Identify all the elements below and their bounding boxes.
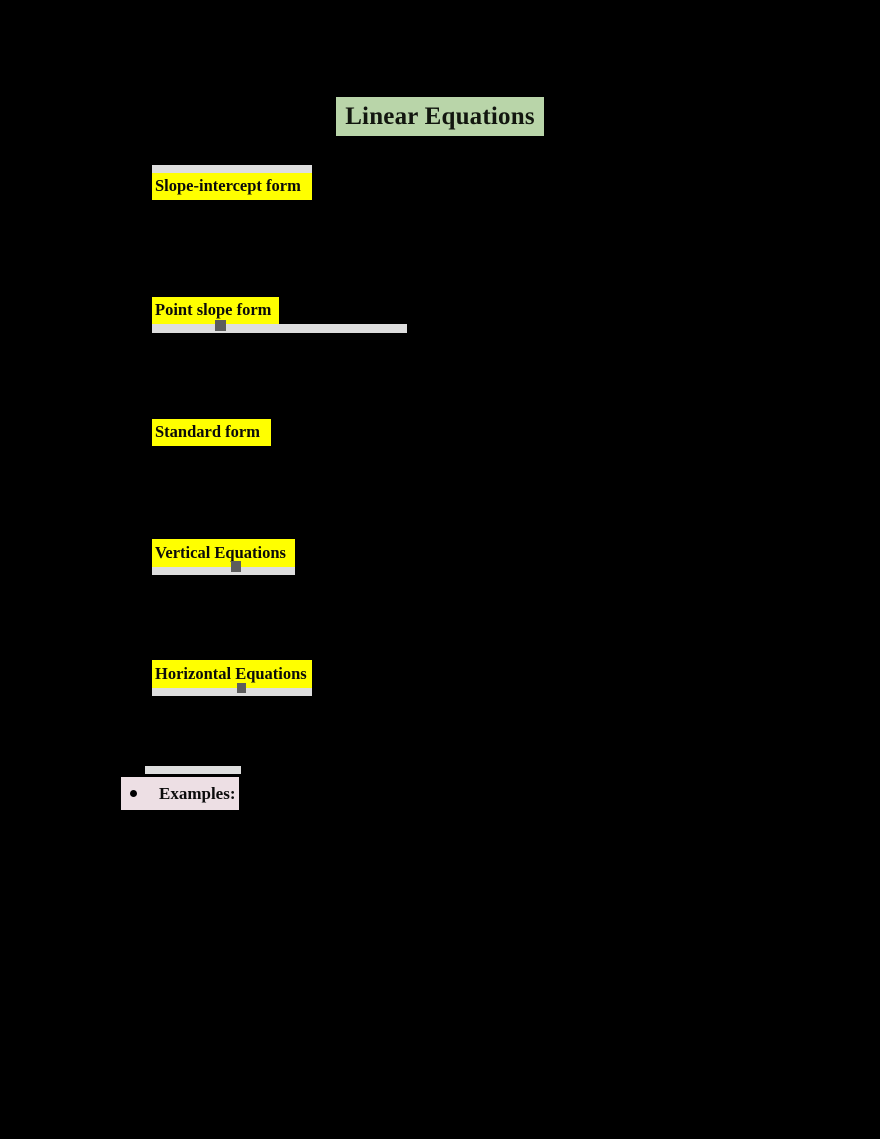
section-label: Slope-intercept form: [155, 176, 301, 196]
examples-top-strip: [145, 766, 241, 774]
section-label-highlight: Slope-intercept form: [152, 173, 312, 200]
section-cursor-marker: [231, 561, 241, 572]
section-label: Vertical Equations: [155, 542, 286, 562]
section-label: Standard form: [155, 422, 260, 442]
section-cursor-marker: [215, 320, 226, 331]
bullet-point-icon: [130, 790, 137, 797]
page-title: Linear Equations: [345, 103, 535, 130]
section-label: Horizontal Equations: [155, 663, 307, 683]
section-bottom-strip: [152, 567, 295, 575]
section-standard-form: Standard form: [152, 419, 271, 446]
section-label-highlight: Point slope form: [152, 297, 279, 324]
section-label-highlight: Standard form: [152, 419, 271, 446]
section-label-highlight: Horizontal Equations: [152, 660, 312, 688]
section-top-strip: [152, 165, 312, 173]
section-slope-intercept-form: Slope-intercept form: [152, 165, 312, 200]
section-bottom-strip: [152, 688, 312, 696]
examples-label: Examples:: [159, 784, 236, 803]
section-bottom-strip-extension: [279, 324, 407, 333]
section-horizontal-equations: Horizontal Equations: [152, 660, 312, 696]
examples-item: Examples:: [121, 777, 239, 810]
section-cursor-marker: [237, 683, 246, 693]
section-vertical-equations: Vertical Equations: [152, 539, 295, 575]
section-label-highlight: Vertical Equations: [152, 539, 295, 567]
section-label: Point slope form: [155, 300, 272, 320]
page-title-highlight: Linear Equations: [336, 97, 544, 136]
